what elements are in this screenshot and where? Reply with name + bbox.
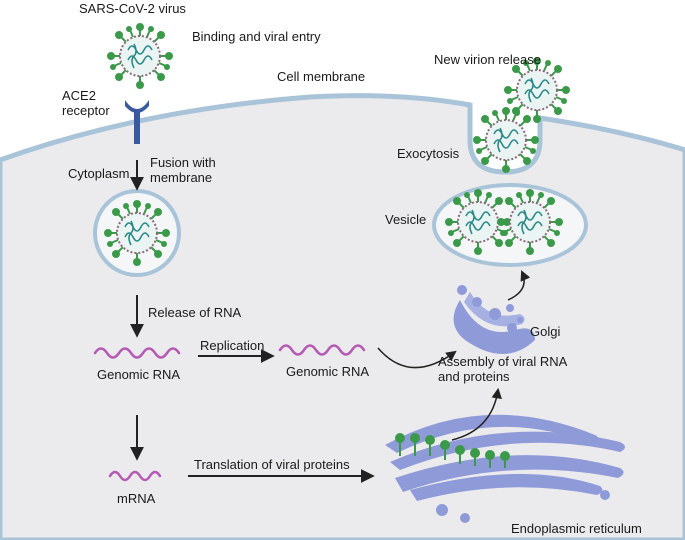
label-ace2: ACE2 receptor <box>62 88 110 118</box>
mrna-strand <box>108 470 162 482</box>
label-assembly: Assembly of viral RNA and proteins <box>438 354 568 384</box>
label-binding: Binding and viral entry <box>192 29 321 44</box>
label-mrna: mRNA <box>117 491 156 506</box>
label-new-virion: New virion release <box>434 52 541 67</box>
label-fusion: Fusion with membrane <box>150 155 216 185</box>
label-golgi: Golgi <box>530 324 561 339</box>
label-release-rna: Release of RNA <box>148 305 242 320</box>
label-er: Endoplasmic reticulum <box>511 521 642 536</box>
label-cytoplasm: Cytoplasm <box>68 166 130 181</box>
arrow-to-assembly <box>377 347 457 369</box>
label-exocytosis: Exocytosis <box>397 146 460 161</box>
sars-cov-2-virion <box>106 22 174 90</box>
label-replication: Replication <box>200 338 265 353</box>
arrow-er-to-golgi <box>451 387 502 441</box>
endoplasmic-reticulum <box>385 414 625 523</box>
golgi <box>453 285 535 354</box>
exocytosis-virion <box>472 106 540 174</box>
label-genomic-rna-1: Genomic RNA <box>97 367 181 382</box>
label-cell-membrane: Cell membrane <box>277 69 366 84</box>
label-virus: SARS-CoV-2 virus <box>79 1 186 16</box>
ace2-receptor <box>125 100 149 144</box>
arrow-golgi-to-vesicle <box>507 270 531 301</box>
label-translation: Translation of viral proteins <box>194 457 350 472</box>
endosome <box>93 189 181 277</box>
label-vesicle: Vesicle <box>385 212 427 227</box>
cell-body <box>0 93 685 540</box>
vesicle <box>432 183 588 267</box>
label-genomic-rna-2: Genomic RNA <box>286 364 370 379</box>
